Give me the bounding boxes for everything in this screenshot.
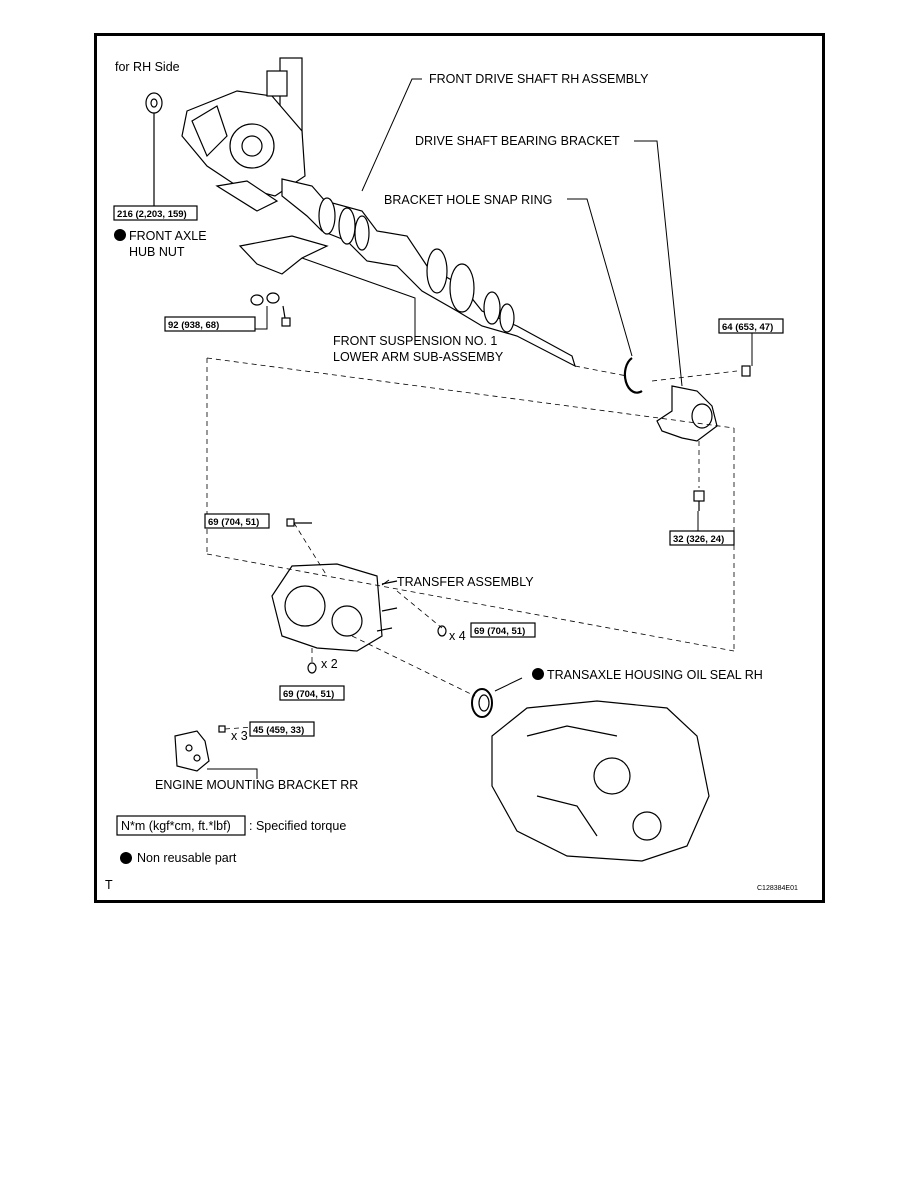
label-oil-seal: TRANSAXLE HOUSING OIL SEAL RH [532, 668, 763, 682]
svg-text:92 (938, 68): 92 (938, 68) [168, 320, 219, 331]
figure-code: C128384E01 [757, 885, 798, 892]
diagram-frame: 216 (2,203, 159) 92 (938, 68) 64 (653, 4… [94, 33, 825, 903]
engine-bracket-drawing [174, 725, 226, 772]
svg-text:69 (704, 51): 69 (704, 51) [474, 626, 525, 637]
label-transfer: TRANSFER ASSEMBLY [397, 575, 534, 589]
multiplier-engine-bracket: x 3 [231, 729, 248, 743]
bearing-bracket-drawing [656, 365, 751, 511]
torque-hub-nut: 216 (2,203, 159) [113, 205, 198, 221]
lower-arm-drawing [238, 235, 329, 327]
svg-text:216 (2,203, 159): 216 (2,203, 159) [117, 209, 187, 220]
svg-text:: Specified torque: : Specified torque [249, 819, 346, 833]
torque-transfer-stud: 69 (704, 51) [204, 513, 270, 529]
svg-text:N*m (kgf*cm, ft.*lbf): N*m (kgf*cm, ft.*lbf) [121, 819, 231, 833]
leader-oil-seal [494, 677, 523, 692]
leader-front-drive-shaft [361, 78, 422, 192]
snap-ring-drawing [623, 357, 643, 394]
svg-text:FRONT AXLE: FRONT AXLE [129, 229, 207, 243]
oil-seal-drawing [471, 688, 493, 718]
label-front-drive-shaft: FRONT DRIVE SHAFT RH ASSEMBLY [429, 72, 649, 86]
svg-text:69 (704, 51): 69 (704, 51) [208, 517, 259, 528]
multiplier-transfer-bottom: x 2 [321, 657, 338, 671]
label-engine-bracket: ENGINE MOUNTING BRACKET RR [155, 778, 358, 792]
transaxle-drawing [491, 700, 710, 862]
svg-text:69 (704, 51): 69 (704, 51) [283, 689, 334, 700]
label-snap-ring: BRACKET HOLE SNAP RING [384, 193, 552, 207]
diagram-panel: 216 (2,203, 159) 92 (938, 68) 64 (653, 4… [97, 36, 822, 900]
leader-lower-arm [301, 257, 416, 336]
corner-mark: T [105, 878, 113, 892]
non-reusable-dot [114, 229, 126, 241]
torque-bracket-upper: 64 (653, 47) [718, 318, 784, 334]
torque-transfer-nut: 69 (704, 51) [470, 622, 536, 638]
svg-text:32 (326, 24): 32 (326, 24) [673, 534, 724, 545]
label-hub-nut: FRONT AXLE HUB NUT [114, 229, 207, 259]
torque-bracket-lower: 32 (326, 24) [669, 530, 735, 546]
side-label: for RH Side [115, 60, 180, 74]
leader-transfer [381, 579, 390, 586]
transfer-assembly-drawing [271, 518, 447, 674]
leader-engine-bracket [207, 768, 258, 779]
steering-knuckle-drawing [181, 57, 306, 212]
leader-snap-ring [567, 198, 633, 357]
svg-text:TRANSAXLE HOUSING OIL SEAL RH: TRANSAXLE HOUSING OIL SEAL RH [547, 668, 763, 682]
label-lower-arm: FRONT SUSPENSION NO. 1 LOWER ARM SUB-ASS… [333, 334, 504, 364]
legend-non-reusable: Non reusable part [120, 851, 237, 865]
svg-text:64 (653, 47): 64 (653, 47) [722, 322, 773, 333]
svg-text:HUB NUT: HUB NUT [129, 245, 185, 259]
svg-text:FRONT SUSPENSION NO. 1: FRONT SUSPENSION NO. 1 [333, 334, 497, 348]
svg-text:LOWER ARM SUB-ASSEMBY: LOWER ARM SUB-ASSEMBY [333, 350, 504, 364]
multiplier-transfer-nut: x 4 [449, 629, 466, 643]
leader-bearing-bracket [634, 140, 683, 387]
legend-torque: N*m (kgf*cm, ft.*lbf) : Specified torque [116, 815, 346, 836]
label-bearing-bracket: DRIVE SHAFT BEARING BRACKET [415, 134, 620, 148]
non-reusable-dot [532, 668, 544, 680]
torque-lower-arm: 92 (938, 68) [164, 316, 256, 332]
svg-text:Non reusable part: Non reusable part [137, 851, 237, 865]
drive-shaft-drawing [281, 178, 576, 368]
exploded-view-diagram: 216 (2,203, 159) 92 (938, 68) 64 (653, 4… [105, 57, 798, 892]
non-reusable-dot [120, 852, 132, 864]
svg-text:45 (459, 33): 45 (459, 33) [253, 725, 304, 736]
leader-torque-92 [255, 306, 268, 330]
torque-transfer-bottom: 69 (704, 51) [279, 685, 345, 701]
hub-nut-drawing [145, 92, 163, 114]
torque-engine-bracket: 45 (459, 33) [249, 721, 315, 737]
